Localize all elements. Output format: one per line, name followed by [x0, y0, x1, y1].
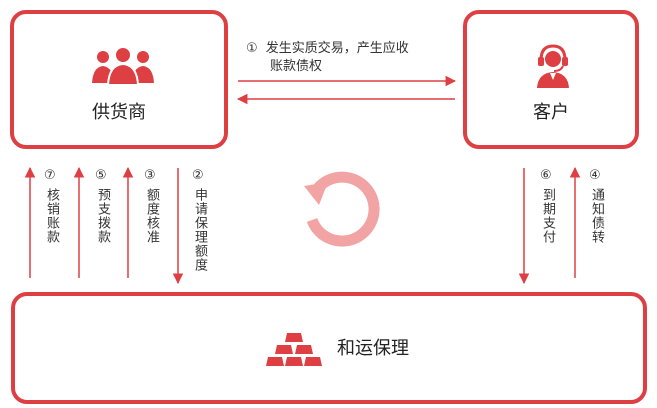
factoring-company-box: 和运保理 — [11, 292, 647, 404]
step6-number: ⑥ — [540, 168, 552, 183]
people-group-icon — [92, 47, 154, 85]
step2-number: ② — [192, 168, 204, 183]
step1-line1: ① 发生实质交易，产生应收 — [246, 37, 409, 56]
gold-bars-icon — [266, 333, 322, 366]
step1-text: 发生实质交易，产生应收 — [265, 41, 409, 56]
step7-number: ⑦ — [44, 168, 56, 183]
step1-line2: 账款债权 — [270, 59, 323, 74]
step7-text: 核销账款 — [44, 188, 59, 244]
step6-text: 到期支付 — [540, 188, 555, 244]
customer-label: 客户 — [533, 102, 569, 123]
step2-text: 申请保理额度 — [192, 188, 207, 272]
step5-number: ⑤ — [95, 168, 107, 183]
step4-text: 通知债转 — [589, 188, 604, 244]
supplier-label: 供货商 — [92, 102, 146, 123]
step3-number: ③ — [144, 168, 156, 183]
customer-service-icon — [537, 44, 569, 88]
factoring-company-label: 和运保理 — [337, 338, 409, 359]
supplier-box: 供货商 — [10, 10, 228, 149]
step5-text: 预支拨款 — [95, 188, 110, 244]
step4-number: ④ — [589, 168, 601, 183]
customer-box: 客户 — [463, 10, 639, 149]
step1-number: ① — [246, 41, 258, 56]
cycle-arrow-icon — [304, 171, 380, 247]
step3-text: 额度核准 — [144, 188, 159, 244]
